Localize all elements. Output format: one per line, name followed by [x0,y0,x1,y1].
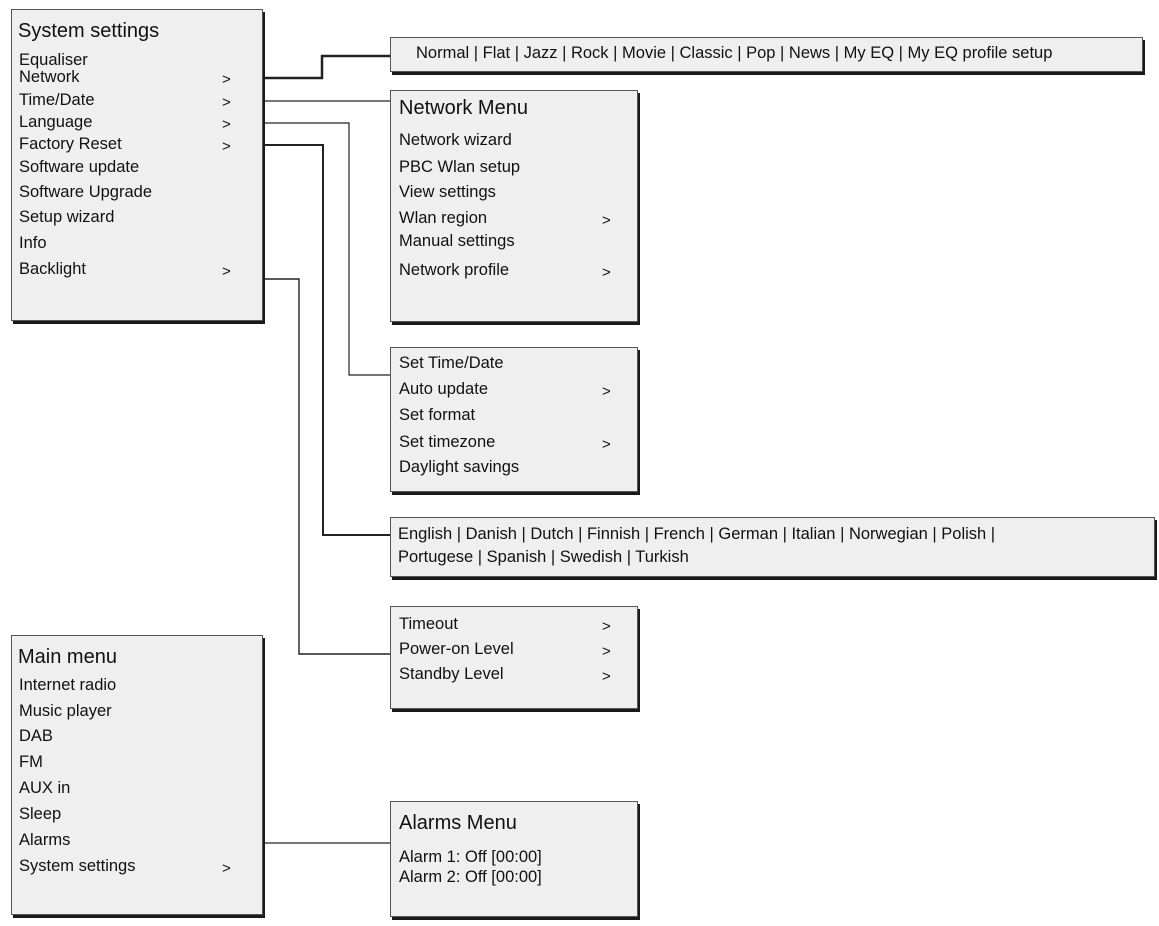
time-date-menu-item[interactable]: Set format [399,406,476,424]
system-settings-item[interactable]: Software Upgrade [19,183,152,201]
time-date-menu-item[interactable]: Set Time/Date [399,354,504,372]
alarms-menu-title: Alarms Menu [399,812,517,834]
main-menu-item[interactable]: AUX in [19,779,71,797]
time-date-menu-item[interactable]: Set timezone [399,433,496,451]
chevron-right-icon: > [602,643,611,660]
main-menu-item[interactable]: DAB [19,727,53,745]
network-menu-item[interactable]: Network profile [399,261,510,279]
main-menu-item[interactable]: FM [19,753,43,771]
network-menu-item[interactable]: Network wizard [399,131,512,149]
connector-backlight-to-backlight-menu [250,278,390,655]
system-settings-item[interactable]: Info [19,234,47,252]
language-options-box: English | Danish | Dutch | Finnish | Fre… [390,517,1155,577]
chevron-right-icon: > [222,263,231,280]
language-options-line-1: English | Danish | Dutch | Finnish | Fre… [398,525,996,543]
main-menu-item[interactable]: Alarms [19,831,71,849]
chevron-right-icon: > [602,668,611,685]
network-menu-title: Network Menu [399,97,528,119]
system-settings-item[interactable]: Language [19,113,93,131]
system-settings-item[interactable]: Time/Date [19,91,95,109]
chevron-right-icon: > [222,94,231,111]
equaliser-options-box: Normal | Flat | Jazz | Rock | Movie | Cl… [390,37,1143,72]
system-settings-title: System settings [18,20,160,42]
system-settings-item[interactable]: Software update [19,158,140,176]
backlight-menu: Timeout > Power-on Level > Standby Level > [390,606,638,709]
main-menu-item[interactable]: Internet radio [19,676,117,694]
backlight-menu-item[interactable]: Power-on Level [399,640,514,658]
chevron-right-icon: > [602,618,611,635]
connector-network-to-equaliser-options [250,54,390,80]
chevron-right-icon: > [602,212,611,229]
chevron-right-icon: > [222,116,231,133]
network-menu-item[interactable]: PBC Wlan setup [399,158,521,176]
language-options-line-2: Portugese | Spanish | Swedish | Turkish [398,548,689,566]
main-menu-title: Main menu [18,646,117,668]
backlight-menu-item[interactable]: Timeout [399,615,458,633]
network-menu-item[interactable]: View settings [399,183,496,201]
main-menu-item[interactable]: System settings [19,857,136,875]
connector-language-to-timedate-menu [250,122,390,376]
network-menu-item[interactable]: Manual settings [399,232,515,250]
system-settings-item[interactable]: Network [19,68,80,86]
main-menu-item[interactable]: Sleep [19,805,62,823]
main-menu-item[interactable]: Music player [19,702,112,720]
chevron-right-icon: > [222,138,231,155]
system-settings-item[interactable]: Factory Reset [19,135,122,153]
alarms-menu-item[interactable]: Alarm 1: Off [00:00] [399,848,542,866]
time-date-menu-item[interactable]: Daylight savings [399,458,520,476]
alarms-menu: Alarms Menu Alarm 1: Off [00:00] Alarm 2:… [390,801,638,917]
system-settings-item[interactable]: Setup wizard [19,208,115,226]
network-menu-item[interactable]: Wlan region [399,209,488,227]
chevron-right-icon: > [222,71,231,88]
chevron-right-icon: > [222,860,231,877]
chevron-right-icon: > [602,383,611,400]
backlight-menu-item[interactable]: Standby Level [399,665,504,683]
equaliser-options-text: Normal | Flat | Jazz | Rock | Movie | Cl… [416,44,1053,62]
chevron-right-icon: > [602,436,611,453]
connector-factory-reset-to-language-options [250,144,390,536]
alarms-menu-item[interactable]: Alarm 2: Off [00:00] [399,868,542,886]
chevron-right-icon: > [602,264,611,281]
system-settings-item[interactable]: Backlight [19,260,86,278]
time-date-menu-item[interactable]: Auto update [399,380,488,398]
system-settings-item[interactable]: Equaliser [19,51,88,69]
